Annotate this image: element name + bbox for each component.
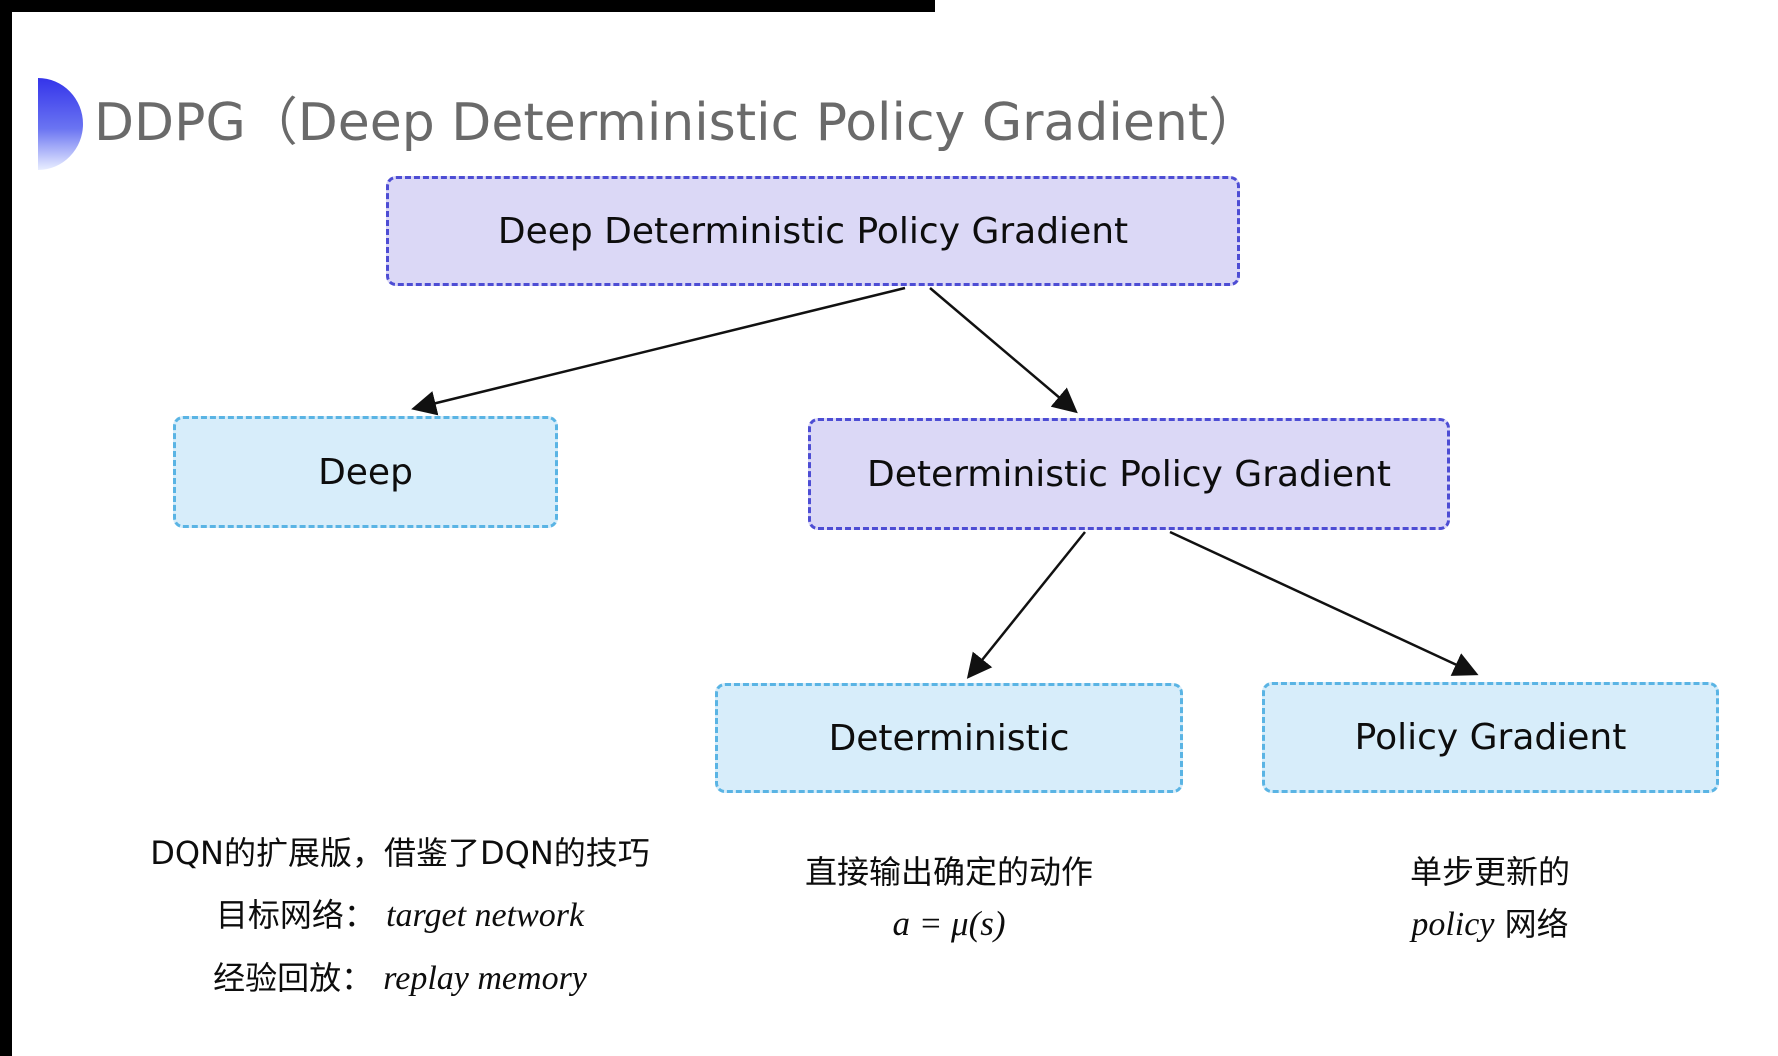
note-deterministic: 直接输出确定的动作 a = μ(s): [729, 852, 1169, 944]
note-deep-line3: 经验回放： replay memory: [213, 958, 587, 999]
note-policy-gradient-line2-term: policy: [1411, 906, 1495, 943]
note-policy-gradient-line2-label: 网络: [1504, 905, 1569, 943]
note-policy-gradient-line2: policy 网络: [1411, 904, 1568, 945]
node-label: Policy Gradient: [1354, 717, 1627, 758]
window-edge-top: [0, 0, 935, 12]
note-deterministic-formula: a = μ(s): [892, 904, 1006, 943]
note-deep-line2: 目标网络： target network: [216, 895, 584, 936]
arrow-dpg-to-deterministic: [966, 531, 1086, 679]
page-title: DDPG（Deep Deterministic Policy Gradient）: [94, 93, 1261, 153]
node-deterministic-policy-gradient: Deterministic Policy Gradient: [808, 418, 1450, 530]
node-label: Deep Deterministic Policy Gradient: [497, 210, 1129, 252]
half-circle-icon: [38, 78, 83, 170]
arrow-root-to-dpg: [929, 287, 1078, 414]
node-label: Deep: [318, 451, 413, 493]
arrow-root-to-deep: [411, 286, 906, 416]
note-deep: DQN的扩展版，借鉴了DQN的技巧 目标网络： target network 经…: [120, 833, 680, 999]
note-deterministic-line1: 直接输出确定的动作: [804, 853, 1093, 891]
note-deep-line1: DQN的扩展版，借鉴了DQN的技巧: [150, 834, 650, 872]
node-deterministic: Deterministic: [715, 683, 1183, 793]
arrow-dpg-to-policy-gradient: [1169, 530, 1479, 676]
node-policy-gradient: Policy Gradient: [1262, 682, 1719, 793]
note-deep-line2-label: 目标网络：: [215, 896, 376, 934]
window-edge-left: [0, 0, 12, 1056]
note-deep-line3-term: replay memory: [383, 960, 587, 997]
note-deep-line2-term: target network: [386, 897, 585, 934]
node-label: Deterministic: [828, 717, 1070, 759]
node-deep-deterministic-policy-gradient: Deep Deterministic Policy Gradient: [386, 176, 1240, 286]
note-policy-gradient: 单步更新的 policy 网络: [1290, 852, 1690, 945]
note-deep-line3-label: 经验回放：: [213, 959, 374, 997]
node-deep: Deep: [173, 416, 558, 528]
node-label: Deterministic Policy Gradient: [867, 453, 1391, 495]
note-policy-gradient-line1: 单步更新的: [1409, 853, 1570, 891]
